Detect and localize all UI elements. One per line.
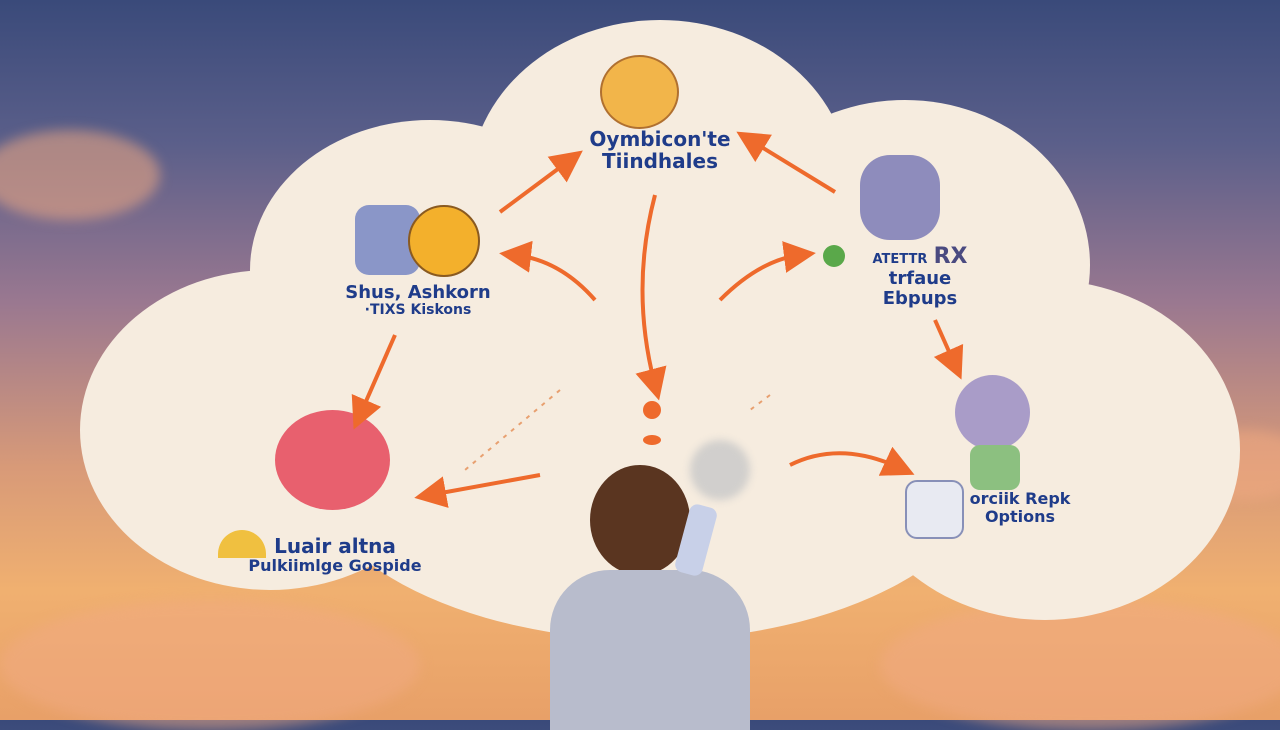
person-body (550, 570, 750, 730)
smoke-puff (690, 440, 750, 500)
green-badge-icon (823, 245, 845, 267)
yellow-drop-character (600, 55, 679, 129)
left-label: Shus, Ashkorn·TIXS Kiskons (345, 282, 491, 318)
sky-cloud (0, 600, 420, 730)
sky-cloud (880, 600, 1280, 730)
yellow-round-character (408, 205, 480, 277)
sky-cloud (0, 130, 160, 220)
green-shirt-bear-body (970, 445, 1020, 490)
purple-bear-character (955, 375, 1030, 450)
nebulizer-machine-icon (905, 480, 964, 539)
person-head (590, 465, 690, 575)
purple-animal-character (860, 155, 940, 240)
